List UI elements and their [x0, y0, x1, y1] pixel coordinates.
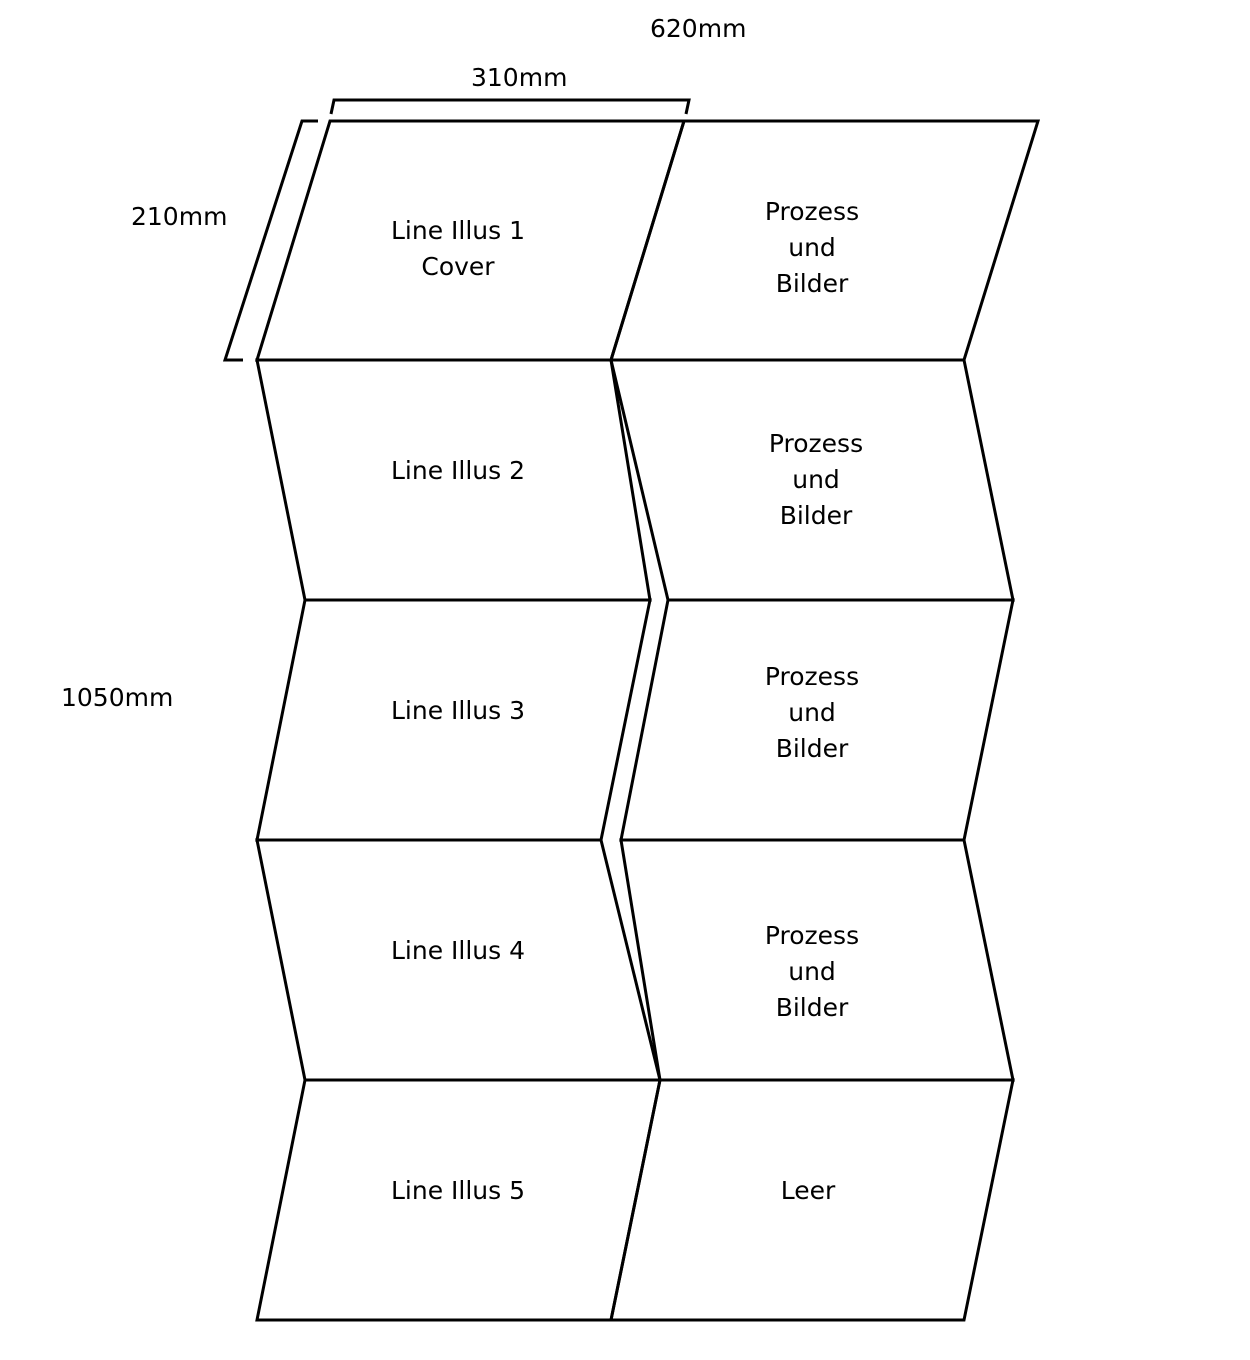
- panel-label-left-3: Line Illus 3: [390, 696, 526, 725]
- panel-label-right-5: Leer: [780, 1176, 836, 1205]
- height-bracket: [222, 119, 318, 362]
- panel-right-5: [609, 1078, 1015, 1322]
- panel-label-right-3: Prozess und Bilder: [764, 662, 860, 763]
- panel-label-left-5: Line Illus 5: [390, 1176, 526, 1205]
- panel-label-right-1: Prozess und Bilder: [764, 197, 860, 298]
- panel-label-right-2: Prozess und Bilder: [768, 429, 864, 530]
- dimension-total-height: 1050mm: [61, 683, 174, 712]
- panel-label-left-2: Line Illus 2: [390, 456, 526, 485]
- panel-label-right-4: Prozess und Bilder: [764, 921, 860, 1022]
- panel-label-left-1: Line Illus 1 Cover: [390, 216, 526, 281]
- dimension-panel-width: 310mm: [471, 63, 568, 92]
- width-bracket: [329, 98, 691, 115]
- panel-label-left-4: Line Illus 4: [390, 936, 526, 965]
- dimension-panel-height: 210mm: [131, 202, 228, 231]
- dimension-total-width: 620mm: [650, 14, 747, 43]
